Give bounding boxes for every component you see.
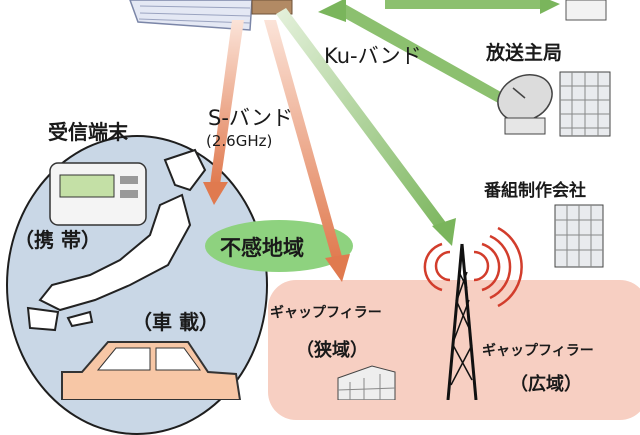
dead-zone-label: 不感地域 bbox=[220, 236, 304, 260]
broadcast-station-label: 放送主局 bbox=[486, 42, 563, 64]
ku-band-arrow-down bbox=[276, 8, 456, 246]
office-building-icon bbox=[554, 204, 604, 268]
parabolic-antenna-icon bbox=[497, 74, 553, 135]
handheld-label: （携 帯） bbox=[14, 228, 101, 252]
ku-band-arrow-top bbox=[385, 0, 560, 14]
narrow-area-label: （狭域） bbox=[296, 340, 368, 361]
gap-filler-area bbox=[268, 280, 640, 420]
vehicle-label: （車 載） bbox=[132, 310, 219, 334]
gap-filler-wide-label: ギャップフィラー bbox=[482, 343, 594, 359]
wide-area-label: （広域） bbox=[510, 374, 582, 395]
diagram-graphics bbox=[26, 0, 611, 400]
ku-band-label: Ku-バンド bbox=[324, 44, 422, 68]
receiver-terminal-label: 受信端末 bbox=[48, 120, 128, 144]
satellite-icon bbox=[129, 0, 293, 31]
radio-tower-icon bbox=[423, 226, 523, 400]
office-building-icon bbox=[565, 0, 607, 21]
s-band-label: S-バンド bbox=[208, 106, 293, 130]
broadcast-diagram: Ku-バンド 放送主局 S-バンド (2.6GHz) 受信端末 番組制作会社 （… bbox=[6, 0, 640, 435]
office-building-icon bbox=[337, 365, 396, 400]
s-band-arrow-left bbox=[203, 20, 244, 205]
handheld-receiver-icon bbox=[49, 162, 147, 226]
car-icon bbox=[61, 341, 242, 400]
japan-map-icon bbox=[26, 148, 207, 332]
office-building-icon bbox=[559, 71, 611, 137]
s-band-frequency-label: (2.6GHz) bbox=[206, 132, 273, 150]
production-company-label: 番組制作会社 bbox=[484, 181, 586, 201]
s-band-arrow-right bbox=[264, 20, 350, 282]
gap-filler-narrow-label: ギャップフィラー bbox=[270, 305, 382, 321]
ku-band-arrow-uplink bbox=[318, 0, 508, 104]
